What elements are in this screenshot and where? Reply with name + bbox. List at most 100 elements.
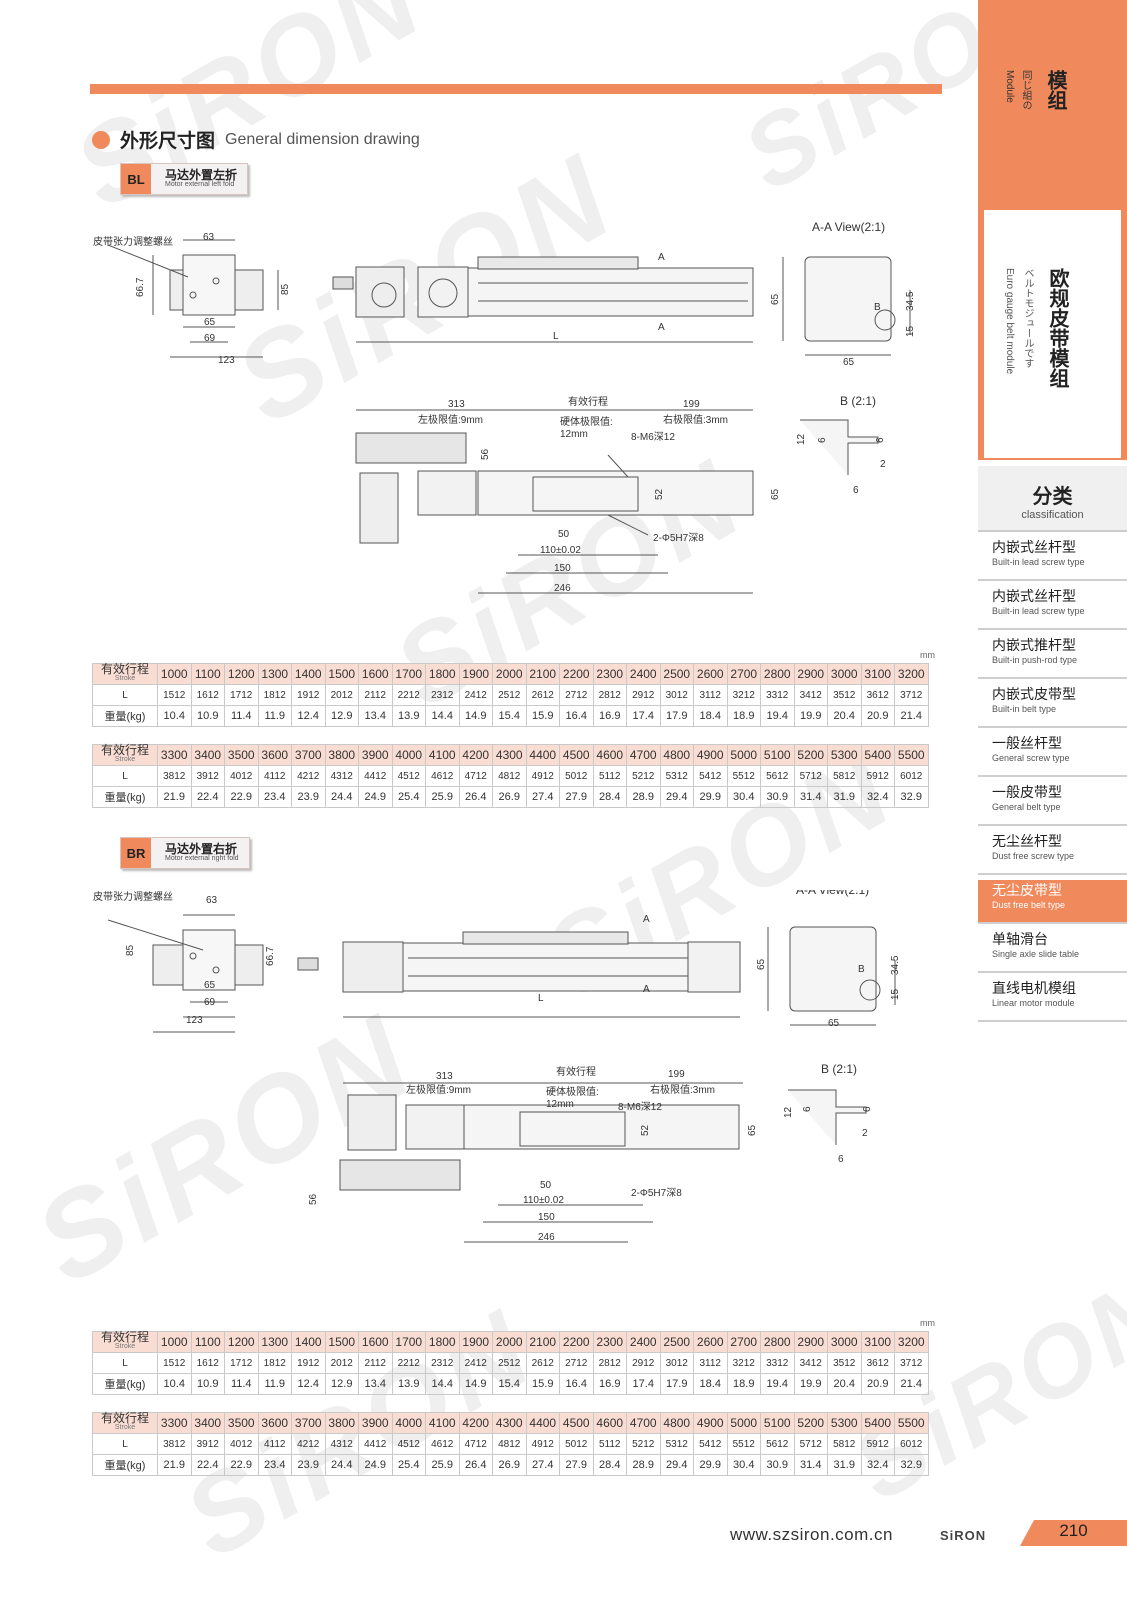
table-cell: 2712 <box>559 1352 594 1374</box>
table-cell: 10.9 <box>190 1373 225 1395</box>
table-cell: 5400 <box>860 1412 895 1434</box>
table-cell: 30.4 <box>726 1454 761 1476</box>
table-cell: 29.9 <box>693 786 728 808</box>
table-cell: 18.9 <box>726 1373 761 1395</box>
classification-item-cn: 无尘皮带型 <box>992 883 1062 899</box>
table-cell: 1200 <box>224 663 259 685</box>
dim-l: L <box>553 331 559 342</box>
table-cell: 4112 <box>257 765 292 787</box>
table-cell: 2212 <box>391 684 426 706</box>
right-limit-label: 右极限值:3mm <box>650 1083 715 1096</box>
classification-item-cn: 无尘丝杆型 <box>992 834 1062 850</box>
module-title-jp: 同じ組の <box>1020 70 1031 110</box>
table-cell: 5500 <box>894 744 929 766</box>
row-label: 重量(kg) <box>92 786 158 808</box>
table-cell: 26.9 <box>492 786 527 808</box>
table-cell: 1912 <box>291 684 326 706</box>
table-cell: 30.9 <box>760 1454 795 1476</box>
table-cell: 21.4 <box>894 1373 929 1395</box>
table-cell: 21.9 <box>157 786 192 808</box>
aa-view-title: A-A View(2:1) <box>796 890 869 897</box>
section-b: B <box>858 964 865 975</box>
dim-150: 150 <box>538 1212 555 1223</box>
table-cell: 4000 <box>391 1412 426 1434</box>
dim-6: 6 <box>862 1106 873 1112</box>
classification-item-cn: 内嵌式丝杆型 <box>992 589 1076 605</box>
bl-name-cn: 马达外置左折 <box>165 168 238 182</box>
table-cell: 3712 <box>894 1352 929 1374</box>
dim-65: 65 <box>747 1124 758 1136</box>
table-cell: 18.9 <box>726 705 761 727</box>
table-cell: 1700 <box>391 1331 426 1353</box>
table-cell: 4000 <box>391 744 426 766</box>
thread-m6-label: 8-M6深12 <box>631 431 675 443</box>
table-cell: 1500 <box>324 663 359 685</box>
table-cell: 5412 <box>693 765 728 787</box>
footer-url[interactable]: www.szsiron.com.cn <box>730 1525 893 1544</box>
table-cell: 5512 <box>726 765 761 787</box>
section-title-en: General dimension drawing <box>225 130 420 148</box>
table-cell: 5000 <box>726 1412 761 1434</box>
table-cell: 4800 <box>659 1412 694 1434</box>
table-cell: 2200 <box>559 1331 594 1353</box>
dim-63: 63 <box>203 232 215 243</box>
classification-item-en: Built-in lead screw type <box>992 557 1085 567</box>
table-cell: 1100 <box>190 1331 225 1353</box>
dim-246: 246 <box>554 583 571 594</box>
table-cell: 29.9 <box>693 1454 728 1476</box>
table-cell: 2112 <box>358 684 393 706</box>
table-cell: 5100 <box>760 744 795 766</box>
table-cell: 4600 <box>592 1412 627 1434</box>
table-cell: 27.9 <box>559 786 594 808</box>
table-cell: 14.9 <box>458 1373 493 1395</box>
table-cell: 4812 <box>492 1433 527 1455</box>
top-accent-bar <box>90 84 942 94</box>
table-cell: 2912 <box>626 1352 661 1374</box>
table-cell: 28.9 <box>626 1454 661 1476</box>
hard-limit-label: 硬体极限值: <box>546 1085 599 1098</box>
pin-hole-label: 2-Φ5H7深8 <box>631 1187 682 1199</box>
table-cell: 5400 <box>860 744 895 766</box>
classification-item-en: Single axle slide table <box>992 949 1080 959</box>
table-cell: 2900 <box>793 1331 828 1353</box>
classification-item-en: General screw type <box>992 753 1070 763</box>
table-cell: 4412 <box>358 1433 393 1455</box>
table-cell: 4312 <box>324 1433 359 1455</box>
bl-dimension-drawing: 皮带张力调整螺丝 63 66.7 85 65 69 123 A A L A-A … <box>93 220 916 594</box>
table-cell: 1800 <box>425 663 460 685</box>
table-cell: 1600 <box>358 1331 393 1353</box>
table-cell: 4512 <box>391 765 426 787</box>
table-cell: 3712 <box>894 684 929 706</box>
table-cell: 2100 <box>525 1331 560 1353</box>
stroke-label: 有效行程 <box>556 1065 596 1078</box>
table-cell: 14.9 <box>458 705 493 727</box>
table-cell: 5312 <box>659 765 694 787</box>
dim-65: 65 <box>828 1018 840 1029</box>
table-cell: 1900 <box>458 663 493 685</box>
table-cell: 2700 <box>726 1331 761 1353</box>
table-cell: 3812 <box>157 765 192 787</box>
table-cell: 5000 <box>726 744 761 766</box>
dim-69: 69 <box>204 333 216 344</box>
table-cell: 3200 <box>894 663 929 685</box>
table-cell: 20.9 <box>860 705 895 727</box>
